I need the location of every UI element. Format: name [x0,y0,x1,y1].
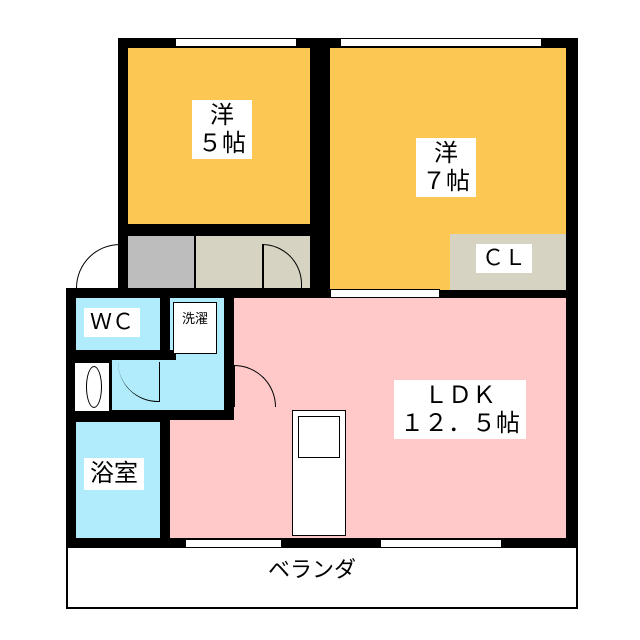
room-size: １２．５帖 [400,408,520,437]
bathroom-label: 浴室 [84,458,144,490]
toilet-label: ＷＣ [84,308,141,338]
room-type: 洋 [210,101,234,129]
room-type: ＬＤＫ [424,381,496,409]
window [340,38,542,47]
window [330,289,440,298]
wc-side-wall [160,298,170,360]
entry [128,236,194,288]
entrance-door[interactable] [76,244,120,288]
room-type: 洋 [434,139,458,167]
room-size: ７帖 [422,166,470,195]
window [185,539,282,548]
window [380,539,502,548]
closet-label: ＣＬ [476,244,533,274]
sink-icon [298,416,340,458]
ldk-lower [170,420,250,538]
balcony-label: ベランダ [262,556,363,586]
window [175,38,297,47]
laundry-label: 洗濯 [173,302,217,354]
basin-bowl [86,366,102,408]
wc-wall [66,350,176,360]
room-size: ５帖 [198,128,246,157]
